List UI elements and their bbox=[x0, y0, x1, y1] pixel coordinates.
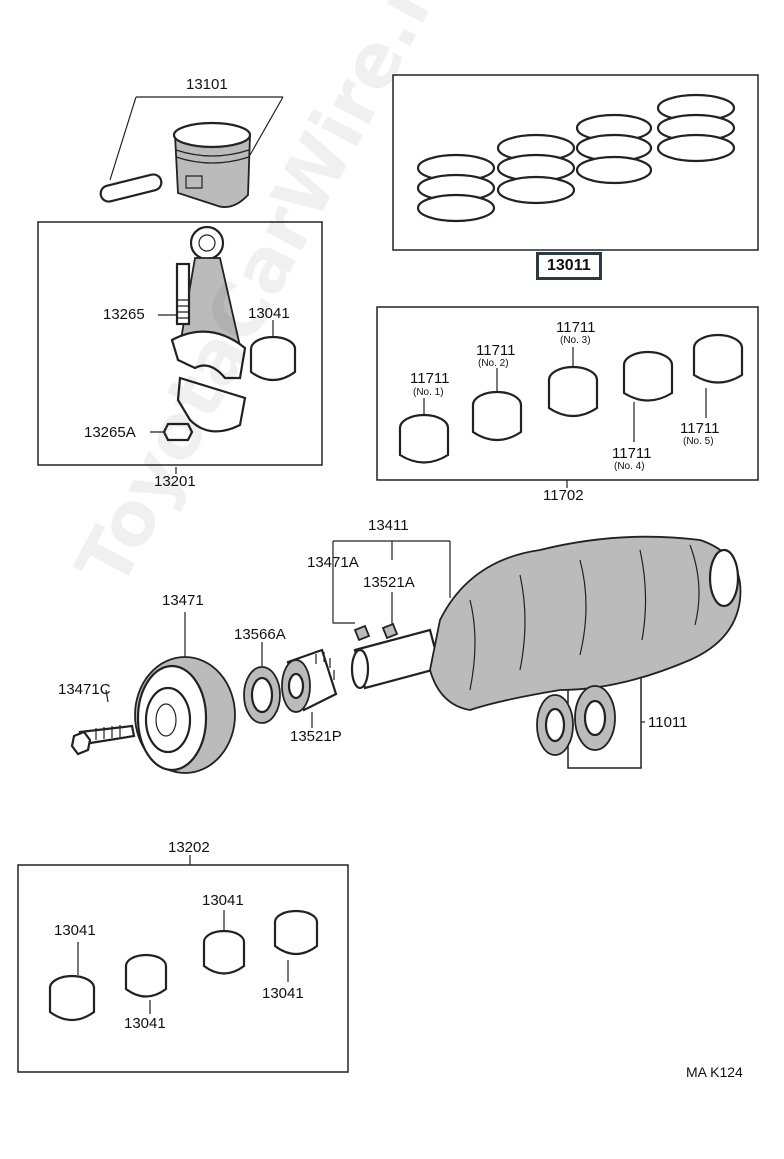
label-main-bearing-set: 11702 bbox=[543, 487, 584, 504]
conrod-bearing-top-drawing bbox=[249, 320, 297, 382]
label-main-bearing-2: 11711 bbox=[476, 342, 516, 359]
label-set-bearing-a: 13041 bbox=[54, 922, 96, 939]
label-crankshaft: 13411 bbox=[368, 517, 409, 534]
label-main-bearing-3-no: (No. 3) bbox=[560, 335, 591, 346]
piston-ring-box bbox=[392, 74, 759, 251]
label-gear-key: 13521A bbox=[363, 574, 415, 591]
label-spacer: 13566A bbox=[234, 626, 286, 643]
label-conrod-assy: 13201 bbox=[154, 473, 196, 490]
label-conrod-nut: 13265A bbox=[84, 424, 136, 441]
label-pulley: 13471 bbox=[162, 592, 204, 609]
label-pulley-key: 13471A bbox=[307, 554, 359, 571]
label-main-bearing-2-no: (No. 2) bbox=[478, 358, 509, 369]
label-main-bearing-5: 11711 bbox=[680, 420, 720, 437]
label-main-bearing-3: 11711 bbox=[556, 319, 596, 336]
piston-drawing bbox=[99, 96, 284, 208]
piston-rings-drawing bbox=[416, 93, 736, 223]
pulley-drawing bbox=[70, 612, 236, 774]
label-set-bearing-d: 13041 bbox=[262, 985, 304, 1002]
label-thrust-washer: 11011 bbox=[648, 714, 688, 731]
main-bearings-drawing bbox=[398, 333, 744, 488]
label-set-bearing-c: 13041 bbox=[202, 892, 244, 909]
label-piston: 13101 bbox=[186, 76, 228, 93]
label-conrod-bearing-top: 13041 bbox=[248, 305, 290, 322]
crankshaft-drawing bbox=[332, 535, 742, 711]
label-bearing-set: 13202 bbox=[168, 839, 210, 856]
label-set-bearing-b: 13041 bbox=[124, 1015, 166, 1032]
label-main-bearing-1: 11711 bbox=[410, 370, 450, 387]
label-conrod-bolt: 13265 bbox=[103, 306, 145, 323]
label-pulley-bolt: 13471C bbox=[58, 681, 111, 698]
conrod-drawing bbox=[150, 225, 247, 474]
label-timing-gear: 13521P bbox=[290, 728, 342, 745]
label-main-bearing-5-no: (No. 5) bbox=[683, 436, 714, 447]
conrod-box bbox=[37, 221, 323, 466]
label-piston-ring-set[interactable]: 13011 bbox=[536, 252, 602, 280]
spacer-drawing bbox=[243, 642, 281, 724]
bearing-set-drawing bbox=[48, 855, 319, 1022]
conrod-bearing-box bbox=[17, 864, 349, 1073]
label-main-bearing-4-no: (No. 4) bbox=[614, 461, 645, 472]
label-main-bearing-1-no: (No. 1) bbox=[413, 387, 444, 398]
gear-drawing bbox=[281, 648, 338, 728]
label-main-bearing-4: 11711 bbox=[612, 445, 652, 462]
diagram-code: MA K124 bbox=[686, 1064, 743, 1080]
thrust-washer-drawing bbox=[536, 685, 645, 756]
